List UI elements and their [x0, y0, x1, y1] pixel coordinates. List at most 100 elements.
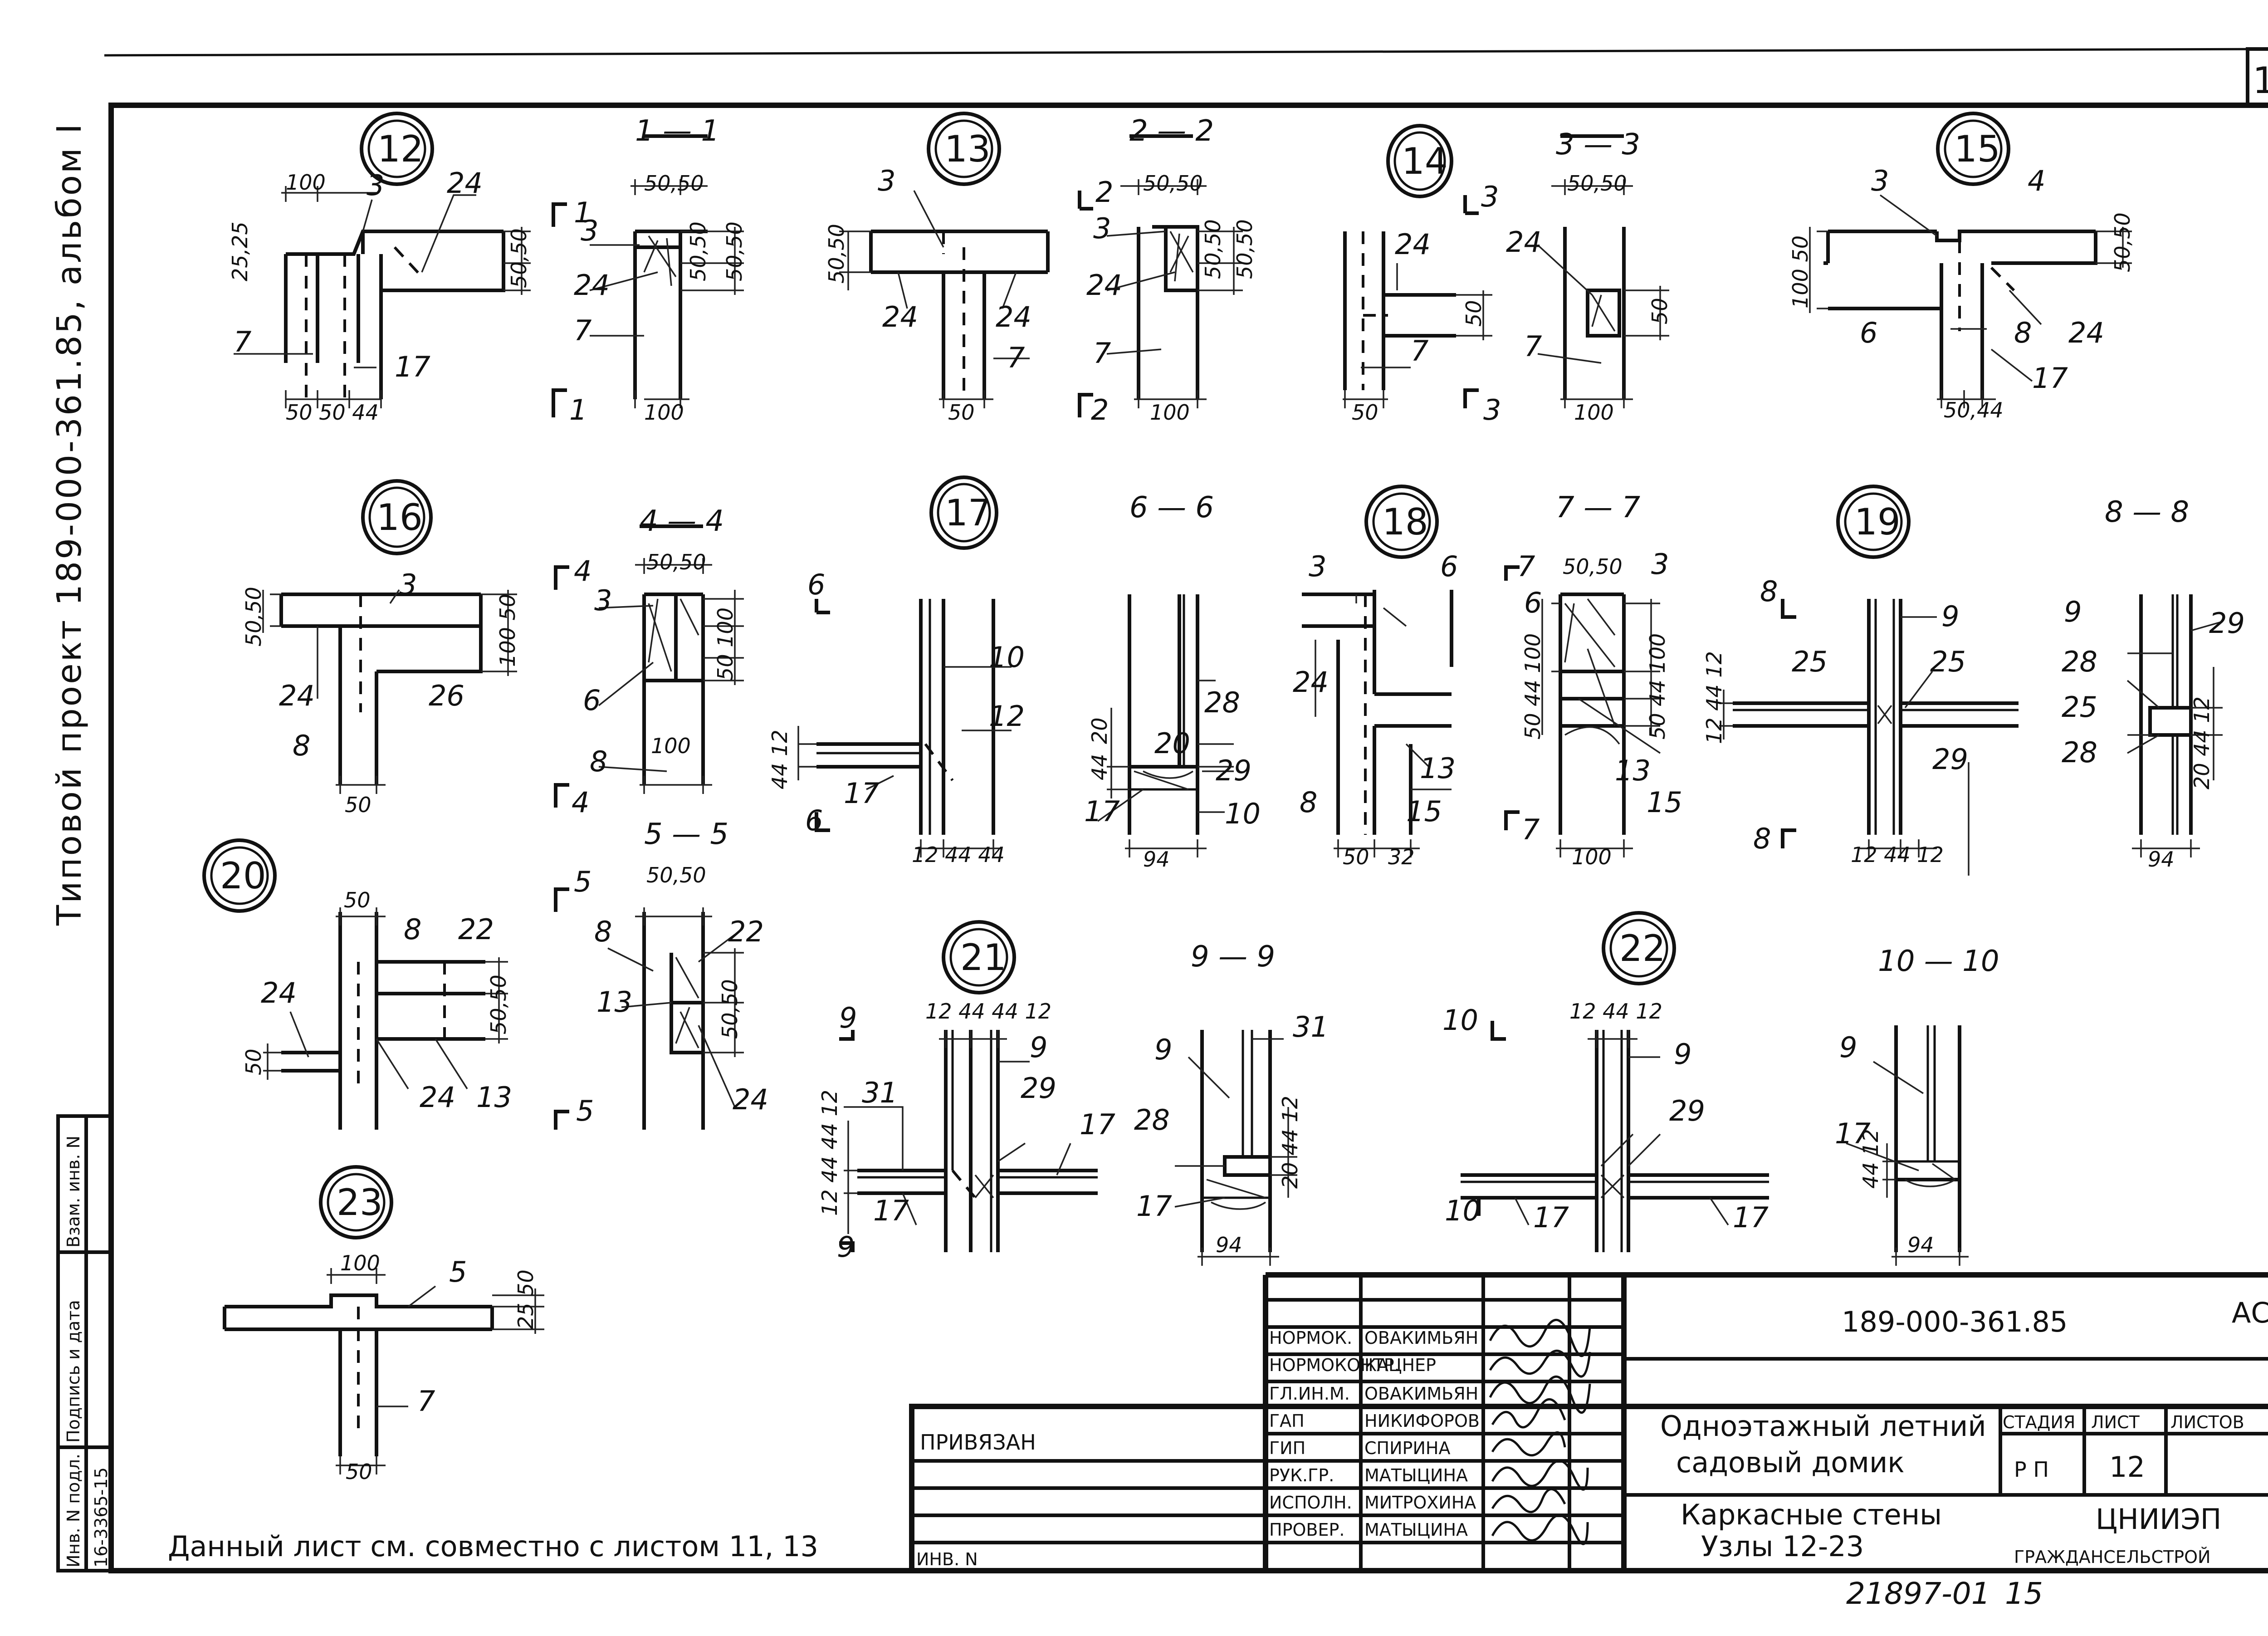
callout-label: 22 [728, 915, 764, 948]
callout-label: 25 [1792, 645, 1828, 678]
section-10-10-drawing [1846, 1025, 1969, 1266]
dim: 50,50 [1143, 171, 1203, 196]
dim: 12 44 12 [1851, 842, 1944, 867]
callout-label: 24 [1395, 228, 1431, 261]
dim: 12 44 12 [1569, 999, 1662, 1024]
dim: 12 44 44 [912, 842, 1005, 867]
section-10-10-title: 10 — 10 [1878, 945, 1999, 978]
node-15-number: 15 [1954, 128, 2000, 170]
callout-label: 24 [1086, 269, 1122, 302]
callout-label: 31 [862, 1076, 898, 1109]
node-17-drawing [797, 475, 1012, 857]
section-6-6-drawing [1097, 594, 1234, 857]
cut-mark: 3 [1481, 180, 1499, 213]
cut-mark: 9 [839, 1001, 857, 1034]
node-19-number: 19 [1854, 501, 1901, 543]
dim: 50,50 [722, 221, 747, 281]
callout-label: 7 [1093, 337, 1111, 370]
callout-label: 29 [1932, 743, 1968, 776]
dim: 50 100 [713, 607, 738, 681]
name-6: МАТЫЦИНА [1364, 1465, 1468, 1485]
node-16-number: 16 [376, 496, 423, 539]
side-stamp [56, 1114, 113, 1572]
callout-label: 9 [1941, 600, 1959, 633]
project-note-vertical: Типовой проект 189-000-361.85, альбом I [50, 122, 89, 926]
callout-label: 8 [293, 729, 310, 762]
sheets-label: ЛИСТОВ [2170, 1412, 2244, 1432]
callout-label: 29 [1669, 1094, 1705, 1127]
callout-label: 8 [2014, 316, 2032, 349]
sheet-title-2: Узлы 12-23 [1701, 1530, 1864, 1563]
dim: 50,50 [718, 979, 742, 1039]
section-4-4-drawing [554, 524, 744, 808]
org-name-1: ЦНИИЭП [2096, 1503, 2221, 1536]
sheet-value: 12 [2109, 1450, 2145, 1484]
node-18-drawing [1302, 485, 1453, 857]
node-18-number: 18 [1382, 501, 1428, 543]
signature-names: ОВАКИМЬЯН КАЦНЕР ОВАКИМЬЯН НИКИФОРОВ СПИ… [1364, 1328, 1480, 1540]
section-3-3-title: 3 — 3 [1556, 128, 1640, 162]
node-22-drawing [1461, 911, 1769, 1252]
inv-n-label: ИНВ. N [916, 1549, 978, 1569]
name-3: ОВАКИМЬЯН [1364, 1384, 1478, 1404]
callout-label: 13 [596, 985, 632, 1019]
node-14-number: 14 [1402, 140, 1448, 182]
dim: 50,50 [241, 587, 266, 647]
callout-label: 28 [2062, 736, 2097, 769]
callout-label: 24 [574, 269, 610, 302]
dim: 100 [644, 400, 684, 425]
callout-label: 17 [1080, 1108, 1115, 1141]
callout-label: 3 [1309, 550, 1326, 583]
cut-mark: 1 [569, 393, 587, 426]
node-13-number: 13 [944, 128, 991, 170]
dim: 50,50 [1563, 554, 1623, 579]
node-12-number: 12 [377, 128, 424, 170]
callout-label: 17 [1835, 1117, 1871, 1150]
callout-label: 3 [1093, 212, 1111, 245]
dim: 50 [1352, 400, 1378, 425]
callout-label: 17 [1084, 795, 1120, 828]
bottom-note: Данный лист см. совместно с листом 11, 1… [168, 1530, 818, 1563]
callout-label: 24 [2068, 316, 2104, 349]
node-13-drawing [839, 112, 1050, 408]
callout-label: 17 [395, 350, 430, 383]
dim: 100 50 [495, 594, 520, 667]
section-9-9-drawing [1174, 1030, 1297, 1266]
callout-label: 17 [1136, 1190, 1172, 1223]
dim: 44 12 [1858, 1129, 1883, 1189]
section-2-2-title: 2 — 2 [1129, 114, 1214, 148]
dim: 25,25 [228, 221, 252, 281]
callout-label: 9 [2064, 595, 2082, 628]
archive-number: 21897-01 [1846, 1576, 1990, 1611]
cut-mark: 9 [837, 1230, 855, 1264]
callout-label: 3 [367, 169, 384, 202]
callout-label: 17 [1733, 1201, 1769, 1234]
callout-label: 3 [594, 584, 612, 617]
dim: 50,50 [2110, 212, 2135, 272]
callout-label: 6 [1524, 586, 1542, 619]
name-5: СПИРИНА [1364, 1438, 1450, 1458]
callout-label: 25 [1930, 645, 1966, 678]
section-6-6-title: 6 — 6 [1129, 491, 1214, 524]
callout-label: 6 [583, 684, 601, 717]
stamp-podpis-data: Подпись и дата [64, 1300, 83, 1443]
dim: 94 [1907, 1233, 1934, 1257]
node-21-drawing [839, 920, 1098, 1252]
dim: 50,44 [1944, 398, 2004, 422]
node-14-drawing [1343, 124, 1492, 408]
callout-label: 8 [1300, 786, 1317, 819]
callout-label: 24 [1506, 225, 1542, 259]
dim: 50,50 [646, 550, 706, 574]
dim: 50 [948, 400, 975, 425]
node-19-drawing [1719, 485, 2019, 876]
node-16-drawing [262, 479, 517, 794]
dim: 100 [340, 1251, 380, 1275]
dim: 50,50 [686, 221, 710, 281]
callout-label: 24 [447, 167, 483, 200]
dim: 50 44 100 [1645, 633, 1670, 740]
callout-label: 3 [1651, 548, 1669, 581]
callout-label: 15 [1647, 786, 1682, 819]
section-2-2-drawing [1078, 134, 1243, 417]
callout-label: 29 [2209, 607, 2245, 640]
name-4: НИКИФОРОВ [1364, 1411, 1480, 1431]
